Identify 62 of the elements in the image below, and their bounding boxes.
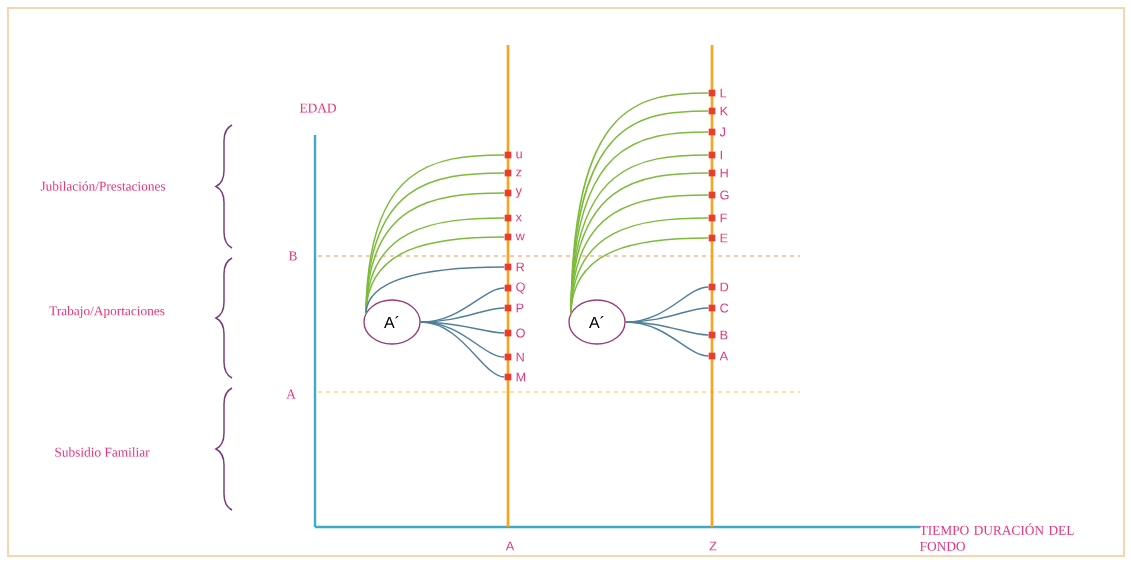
point-letter: H bbox=[720, 168, 728, 178]
axis-label: TIEMPO DURACIÓN DEL FONDO bbox=[919, 523, 1074, 551]
point-letter: B bbox=[720, 330, 728, 340]
point-letter: C bbox=[720, 303, 729, 313]
axis-label: Subsidio Familiar bbox=[55, 447, 150, 457]
point-marker bbox=[708, 89, 716, 97]
point-letter: D bbox=[720, 282, 729, 292]
point-marker bbox=[708, 234, 716, 242]
axis-label: Trabajo/Aportaciones bbox=[49, 305, 165, 319]
point-letter: K bbox=[720, 106, 728, 116]
point-letter: L bbox=[720, 88, 727, 98]
arc-line bbox=[365, 236, 506, 314]
fan-line bbox=[624, 321, 710, 357]
axis-label: B bbox=[288, 251, 297, 261]
point-letter: A bbox=[719, 351, 729, 361]
point-letter: G bbox=[720, 190, 729, 200]
point-marker bbox=[504, 353, 512, 361]
point-marker bbox=[708, 128, 716, 136]
point-letter: F bbox=[720, 213, 727, 223]
point-letter: I bbox=[720, 150, 722, 160]
point-marker bbox=[708, 331, 716, 339]
fan-line bbox=[419, 321, 506, 378]
point-letter: E bbox=[720, 233, 728, 243]
arc-line bbox=[570, 237, 710, 314]
point-letter: x bbox=[515, 214, 522, 222]
point-marker bbox=[504, 304, 512, 312]
point-marker bbox=[708, 304, 716, 312]
point-marker bbox=[504, 233, 512, 241]
point-marker bbox=[708, 283, 716, 291]
point-letter: J bbox=[719, 127, 725, 137]
axis-label: A bbox=[505, 541, 515, 551]
ellipse-node: A´ bbox=[363, 299, 421, 345]
point-letter: y bbox=[515, 188, 522, 198]
point-marker bbox=[708, 352, 716, 360]
point-marker bbox=[504, 284, 512, 292]
point-marker bbox=[504, 329, 512, 337]
point-letter: u bbox=[516, 151, 522, 159]
point-letter: Q bbox=[516, 282, 525, 294]
point-marker bbox=[708, 191, 716, 199]
point-marker bbox=[708, 169, 716, 177]
ellipse-node: A´ bbox=[568, 299, 626, 345]
point-marker bbox=[504, 263, 512, 271]
point-letter: R bbox=[516, 262, 525, 272]
point-marker bbox=[708, 214, 716, 222]
point-marker bbox=[708, 107, 716, 115]
axis-label: A bbox=[286, 389, 296, 399]
point-letter: z bbox=[516, 169, 522, 177]
point-marker bbox=[504, 214, 512, 222]
axis-label: EDAD bbox=[299, 103, 336, 113]
point-letter: M bbox=[516, 372, 526, 382]
point-letter: w bbox=[515, 233, 525, 241]
point-marker bbox=[504, 169, 512, 177]
point-marker bbox=[504, 151, 512, 159]
point-marker bbox=[504, 189, 512, 197]
arc-line bbox=[365, 266, 506, 314]
point-marker bbox=[504, 373, 512, 381]
point-letter: N bbox=[516, 352, 524, 362]
point-marker bbox=[708, 151, 716, 159]
point-letter: O bbox=[516, 328, 525, 338]
axis-label: Z bbox=[709, 541, 717, 551]
axis-label: Jubilación/Prestaciones bbox=[40, 181, 166, 191]
point-letter: P bbox=[516, 303, 524, 313]
